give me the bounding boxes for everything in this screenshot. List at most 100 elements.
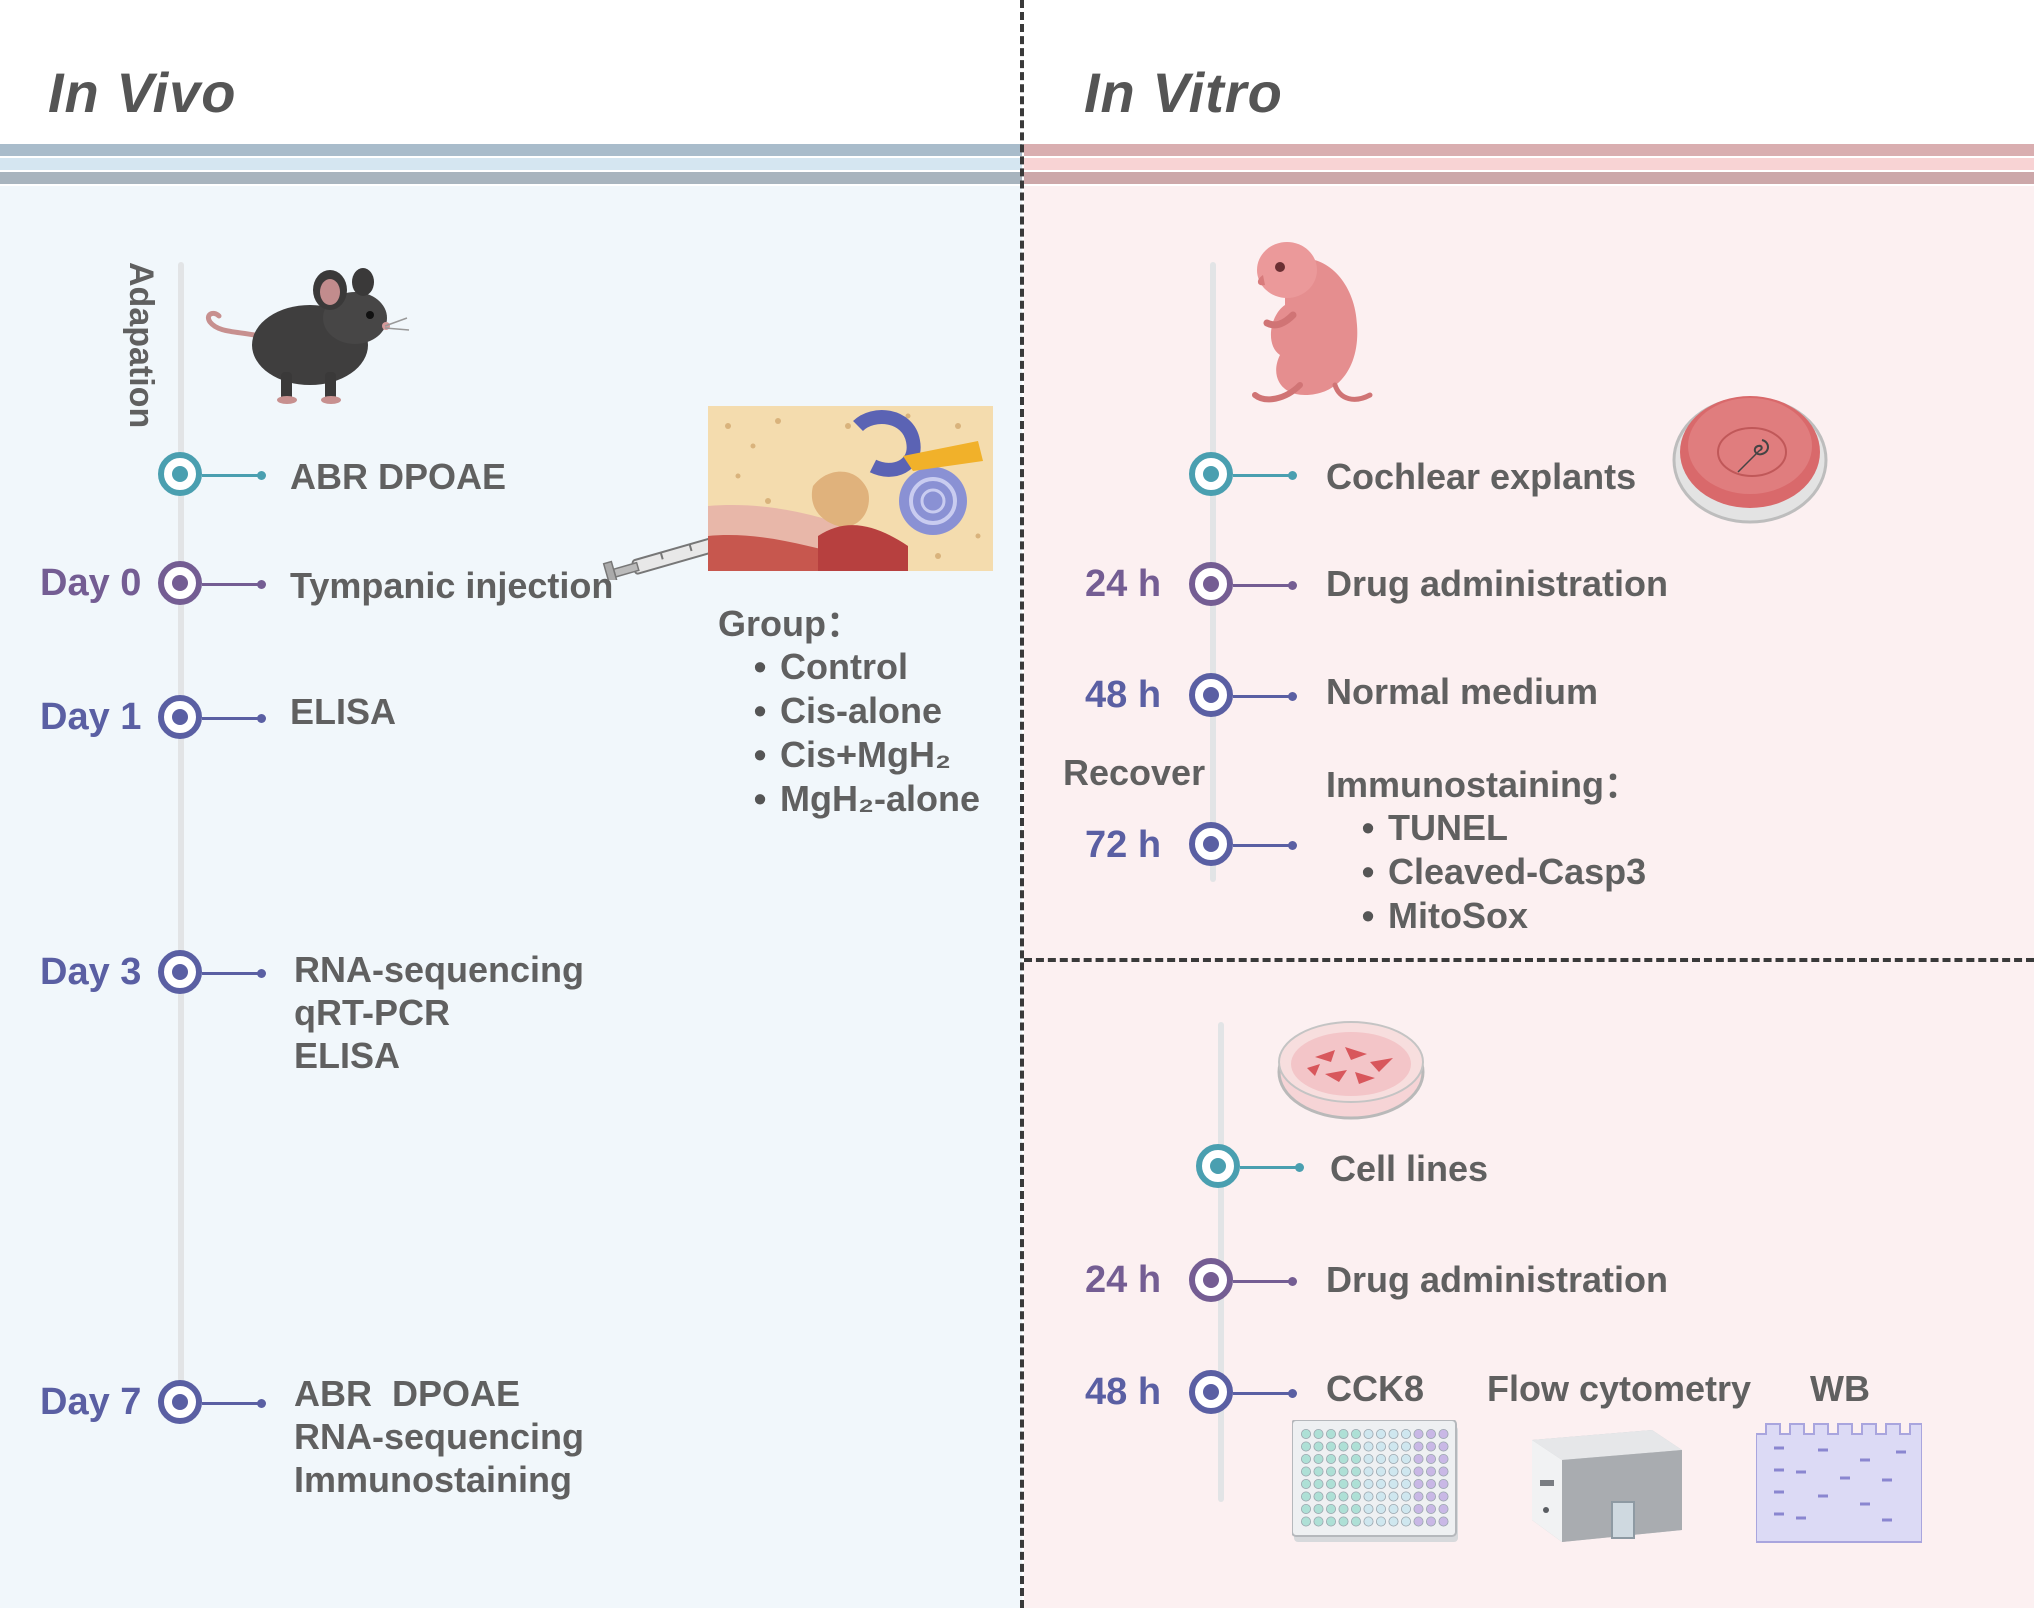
- cell-connector-24h: [1233, 1277, 1297, 1286]
- time-explant-72h: 72 h: [1085, 824, 1162, 866]
- well: [1438, 1491, 1449, 1502]
- well: [1300, 1441, 1311, 1452]
- well: [1425, 1454, 1436, 1465]
- well: [1300, 1491, 1311, 1502]
- well: [1388, 1454, 1399, 1465]
- step-elisa-day-1: ELISA: [290, 691, 397, 732]
- well: [1351, 1504, 1362, 1515]
- well: [1313, 1516, 1324, 1527]
- well: [1300, 1479, 1311, 1490]
- time-cell-24h: 24 h: [1085, 1259, 1162, 1301]
- cell-connector-start: [1240, 1163, 1304, 1172]
- well: [1300, 1516, 1311, 1527]
- group-item-mgh2-alone: MgH₂-alone: [740, 777, 980, 821]
- well: [1363, 1516, 1374, 1527]
- well: [1438, 1441, 1449, 1452]
- step-immunostaining-day-7: Immunostaining: [294, 1459, 572, 1500]
- group-heading: Group：: [718, 603, 862, 644]
- well: [1351, 1428, 1362, 1439]
- time-day-0: Day 0: [40, 562, 142, 604]
- immunostaining-item-cleaved-casp3: Cleaved-Casp3: [1348, 850, 1646, 894]
- well: [1376, 1479, 1387, 1490]
- well: [1425, 1479, 1436, 1490]
- in-vitro-header-band-top: [1024, 144, 2034, 156]
- immunostaining-item-tunel: TUNEL: [1348, 806, 1646, 850]
- western-blot-illustration: [1756, 1423, 1922, 1543]
- well: [1300, 1466, 1311, 1477]
- well: [1300, 1504, 1311, 1515]
- well: [1351, 1441, 1362, 1452]
- well: [1363, 1479, 1374, 1490]
- well: [1438, 1479, 1449, 1490]
- in-vivo-node-day-7: [158, 1380, 202, 1424]
- well: [1313, 1491, 1324, 1502]
- well: [1388, 1491, 1399, 1502]
- neonatal-pup-illustration: [1252, 242, 1373, 403]
- in-vivo-title: In Vivo: [48, 61, 237, 124]
- step-rna-sequencing-day-7: RNA-sequencing: [294, 1416, 585, 1457]
- well: [1438, 1516, 1449, 1527]
- group-item-cis-alone: Cis-alone: [740, 689, 980, 733]
- well: [1338, 1479, 1349, 1490]
- well: [1338, 1441, 1349, 1452]
- well: [1351, 1454, 1362, 1465]
- well: [1401, 1516, 1412, 1527]
- cell-culture-dish-illustration: [1277, 1021, 1425, 1120]
- well: [1388, 1466, 1399, 1477]
- in-vivo-connector-day-0: [202, 580, 266, 589]
- well: [1438, 1428, 1449, 1439]
- time-day-1: Day 1: [40, 696, 142, 738]
- well: [1376, 1428, 1387, 1439]
- explant-node-start: [1189, 452, 1233, 496]
- time-day-3: Day 3: [40, 951, 142, 993]
- vertical-divider: [1020, 0, 1024, 1608]
- in-vivo-node-day-0: [158, 561, 202, 605]
- well: [1438, 1504, 1449, 1515]
- in-vivo-connector-day-3: [202, 969, 266, 978]
- well: [1413, 1428, 1424, 1439]
- time-cell-48h: 48 h: [1085, 1371, 1162, 1413]
- well: [1401, 1428, 1412, 1439]
- step-abr-dpoae-day-7: ABR DPOAE: [294, 1373, 521, 1414]
- well: [1376, 1516, 1387, 1527]
- well: [1351, 1466, 1362, 1477]
- in-vivo-connector-day-7: [202, 1399, 266, 1408]
- in-vitro-header-band-bottom: [1024, 172, 2034, 184]
- step-qrt-pcr-day-3: qRT-PCR: [294, 992, 450, 1033]
- well: [1401, 1504, 1412, 1515]
- well: [1363, 1504, 1374, 1515]
- well: [1438, 1466, 1449, 1477]
- well: [1313, 1428, 1324, 1439]
- step-cell-lines: Cell lines: [1330, 1148, 1489, 1189]
- well: [1388, 1504, 1399, 1515]
- explant-connector-24h: [1233, 581, 1297, 590]
- cell-node-48h: [1189, 1370, 1233, 1414]
- step-normal-medium: Normal medium: [1326, 671, 1599, 712]
- explant-node-72h: [1189, 822, 1233, 866]
- well: [1425, 1441, 1436, 1452]
- well: [1313, 1441, 1324, 1452]
- in-vivo-node-day-3: [158, 950, 202, 994]
- well: [1413, 1466, 1424, 1477]
- step-rna-sequencing-day-3: RNA-sequencing: [294, 949, 585, 990]
- well: [1326, 1516, 1337, 1527]
- immunostaining-heading: Immunostaining：: [1326, 764, 1640, 805]
- well: [1413, 1491, 1424, 1502]
- step-tympanic-injection: Tympanic injection: [290, 565, 614, 606]
- cell-node-start: [1196, 1144, 1240, 1188]
- well: [1326, 1504, 1337, 1515]
- well: [1401, 1479, 1412, 1490]
- group-list: Control Cis-alone Cis+MgH₂ MgH₂-alone: [740, 645, 980, 821]
- step-cochlear-explants: Cochlear explants: [1326, 456, 1637, 497]
- group-item-cis-mgh2: Cis+MgH₂: [740, 733, 980, 777]
- assay-cck8-label: CCK8: [1326, 1368, 1425, 1409]
- well: [1363, 1428, 1374, 1439]
- explant-node-48h: [1189, 673, 1233, 717]
- well: [1388, 1516, 1399, 1527]
- well: [1413, 1441, 1424, 1452]
- well: [1376, 1441, 1387, 1452]
- well: [1363, 1454, 1374, 1465]
- well: [1425, 1516, 1436, 1527]
- explant-node-24h: [1189, 562, 1233, 606]
- step-drug-administration-cell: Drug administration: [1326, 1259, 1669, 1300]
